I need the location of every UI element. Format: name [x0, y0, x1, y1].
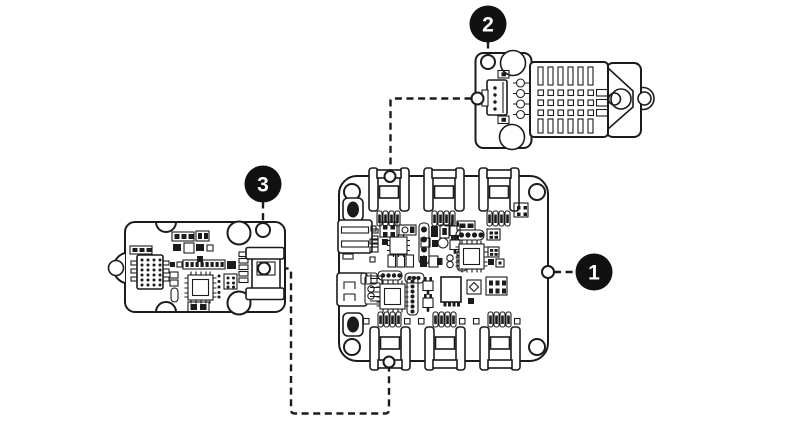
- vent-grid: [537, 66, 609, 134]
- sensor-wedge: [607, 66, 634, 131]
- callout-2-label: 2: [482, 14, 494, 37]
- sensor-breakout-module: [107, 220, 286, 316]
- main-controller-board: [336, 167, 555, 371]
- callout-badge-3: 3: [244, 165, 282, 203]
- callout-1-label: 1: [588, 262, 600, 285]
- mount-hole-icon: [226, 290, 252, 316]
- pcb-components: [129, 230, 249, 313]
- pcb-components: [360, 202, 529, 316]
- mount-hole-icon: [499, 49, 527, 77]
- micro-usb-connector-icon: [336, 272, 383, 307]
- callout-badge-2: 2: [469, 5, 507, 43]
- mount-ear-hole-icon: [107, 259, 125, 277]
- callout1-anchor-point: [541, 265, 555, 279]
- sensor2-connection-point: [470, 91, 485, 106]
- smd-resistor-icon: [497, 69, 510, 125]
- grove-socket-icon: [481, 79, 508, 116]
- mount-hole-icon: [343, 338, 361, 356]
- mount-hole-icon: [498, 123, 526, 151]
- push-button-icon: [342, 312, 364, 337]
- callout3-anchor-point: [255, 222, 271, 238]
- dht-sensor-body: [529, 61, 655, 138]
- bottom-port-connection-point: [382, 355, 396, 369]
- dot-matrix-sensor-icon: [130, 254, 170, 290]
- sensor-pins: [513, 78, 531, 120]
- temperature-humidity-sensor-module: [470, 49, 655, 151]
- mount-hole-icon: [528, 338, 546, 356]
- callout2-anchor-point: [480, 54, 496, 70]
- mount-hole-icon: [226, 220, 252, 246]
- callout-3-label: 3: [257, 174, 269, 197]
- top-port-connection-point: [383, 170, 397, 183]
- edge-notch: [155, 221, 177, 313]
- usb-connector-icon: [337, 219, 379, 260]
- sensor3-connection-point: [257, 261, 271, 276]
- mount-ear-hole-icon: [637, 91, 652, 106]
- connection-sensor3-to-board: [270, 267, 391, 415]
- push-button-icon: [342, 197, 364, 222]
- callout-badge-1: 1: [575, 253, 613, 291]
- mount-hole-icon: [528, 183, 546, 201]
- connection-sensor2-to-board: [389, 97, 472, 170]
- connection-lines: [261, 41, 575, 415]
